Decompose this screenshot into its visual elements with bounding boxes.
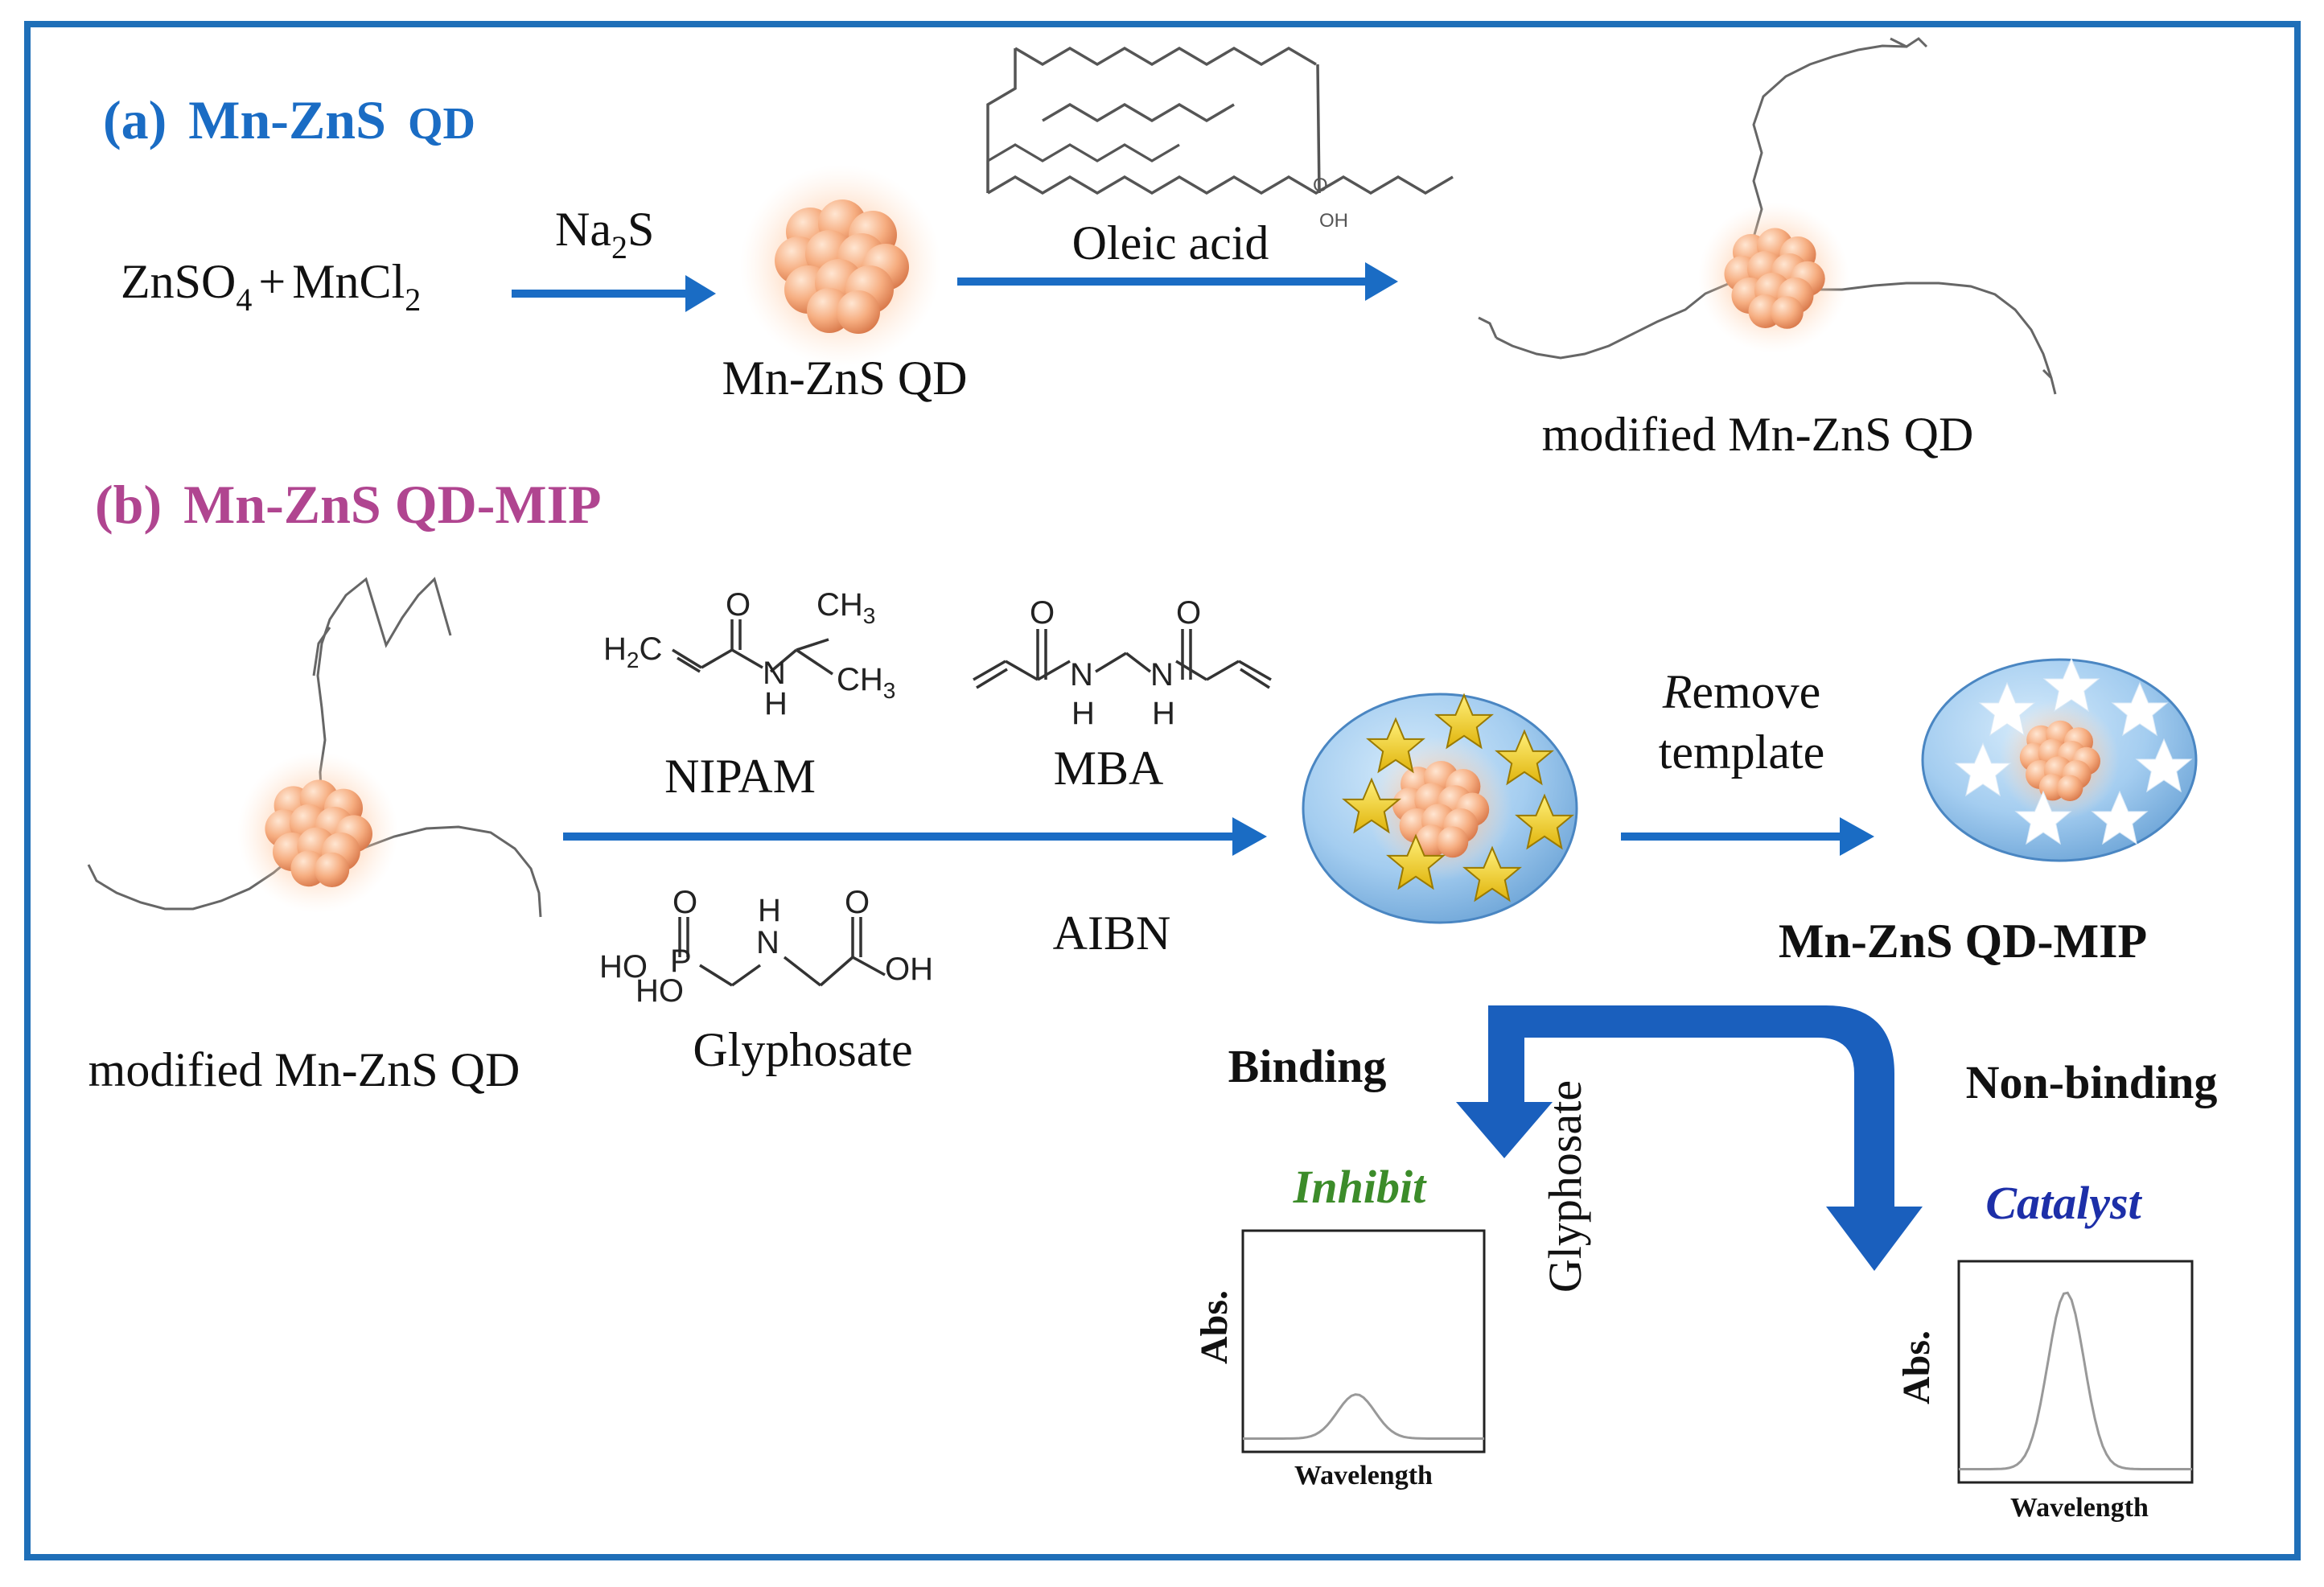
bent-arrow: [1456, 1005, 1923, 1271]
oleic-acid-oh: OH: [1319, 210, 1348, 232]
arrow-oleic-head: [1365, 262, 1398, 301]
modified-qd-b-particle: [237, 752, 398, 913]
reactants: ZnSO4+MnCl2: [121, 255, 421, 318]
modified-qd-a: [1478, 37, 2057, 395]
remove-template-line2: template: [1659, 726, 1825, 779]
section-a-title: (a) Mn-ZnS QD: [103, 89, 475, 150]
oleic-acid-structure: [986, 46, 1454, 195]
glyphosate-p: P: [670, 944, 692, 979]
catalyst-curve: [1959, 1291, 2192, 1470]
section-a-prefix: (a): [103, 89, 167, 150]
reactant-mncl2: MnCl: [292, 255, 405, 308]
inhibit-curve: [1243, 1393, 1484, 1440]
inhibit-label: Inhibit: [1293, 1161, 1427, 1213]
section-b: (b) Mn-ZnS QD-MIP modified Mn-ZnS QD: [87, 474, 2198, 1096]
glyphosate-structure: O HO P HO H N O OH: [599, 885, 933, 1009]
qd-label: Mn-ZnS QD: [722, 352, 967, 405]
reactant-znso4-sub: 4: [236, 282, 252, 318]
glyphosate-ho-1: HO: [599, 949, 648, 985]
reagent-oleic-acid: Oleic acid: [1072, 216, 1269, 269]
nipam-ch3-top: CH3: [816, 587, 875, 628]
non-binding-label: Non-binding: [1966, 1056, 2218, 1108]
inhibit-chart: Abs. Wavelength: [1193, 1229, 1486, 1490]
glyphosate-h-nh: H: [758, 893, 781, 928]
nipam-n: N: [763, 656, 786, 691]
section-b-title-main: Mn-ZnS QD-MIP: [183, 474, 601, 535]
arrow-na2s-head: [685, 275, 716, 312]
mba-structure: O O N N H H: [973, 595, 1272, 731]
mba-h-left: H: [1072, 696, 1095, 731]
catalyst-ylabel: Abs.: [1895, 1330, 1938, 1404]
section-a-title-main: Mn-ZnS: [188, 89, 386, 150]
inhibit-chart-frame: [1241, 1229, 1486, 1453]
nipam-h2c: H2C: [603, 631, 662, 672]
glyphosate-ho-2: HO: [636, 973, 684, 1009]
mba-n-right: N: [1150, 657, 1174, 693]
mip-product-label: Mn-ZnS QD-MIP: [1779, 915, 2147, 968]
nipam-ch3-right: CH3: [837, 662, 895, 703]
plus-sign: +: [258, 255, 286, 308]
arrow-remove-template-head: [1840, 817, 1874, 856]
mba-h-right: H: [1152, 696, 1175, 731]
oleic-acid-o: O: [1313, 175, 1328, 196]
glyphosate-o-p: O: [673, 885, 697, 920]
reagent-na2s: Na2S: [555, 203, 654, 265]
catalyst-chart: Abs. Wavelength: [1895, 1260, 2194, 1523]
mba-o-left: O: [1030, 595, 1055, 631]
section-b-title: (b) Mn-ZnS QD-MIP: [95, 474, 602, 535]
reactant-znso4: ZnSO: [121, 255, 236, 308]
binding-label: Binding: [1228, 1040, 1387, 1092]
modified-qd-a-particle: [1698, 202, 1849, 353]
qd-particle: [740, 165, 941, 366]
catalyst-label: Catalyst: [1985, 1177, 2142, 1229]
inhibit-xlabel: Wavelength: [1294, 1461, 1433, 1490]
remove-template-line1: Remove: [1662, 665, 1821, 718]
glyphosate-vertical-label: Glyphosate: [1539, 1080, 1591, 1293]
section-a-title-small: QD: [408, 99, 475, 149]
arrow-polymerization-head: [1232, 817, 1267, 856]
section-b-prefix: (b): [95, 474, 162, 535]
glyphosate-label: Glyphosate: [693, 1023, 912, 1076]
modified-qd-a-label: modified Mn-ZnS QD: [1542, 408, 1974, 461]
nipam-h: H: [764, 686, 788, 722]
oleic-acid-chain: [986, 143, 1180, 193]
glyphosate-oh-acid: OH: [885, 952, 933, 987]
outer-frame: [24, 21, 2301, 1560]
section-a: (a) Mn-ZnS QD ZnSO4+MnCl2 Na2S Mn-ZnS QD…: [103, 37, 2057, 461]
modified-qd-b: [87, 577, 542, 918]
aibn-label: AIBN: [1053, 907, 1171, 960]
nipam-o: O: [726, 587, 751, 623]
mba-n-left: N: [1070, 657, 1093, 693]
mip-cavities: [1921, 658, 2198, 862]
nipam-structure: H2C O N H CH3 CH3: [603, 587, 895, 722]
mba-o-right: O: [1176, 595, 1201, 631]
glyphosate-n-nh: N: [756, 925, 779, 960]
catalyst-chart-frame: [1957, 1260, 2194, 1484]
nipam-label: NIPAM: [664, 750, 816, 803]
mip-with-template: [1302, 693, 1578, 924]
mba-label: MBA: [1054, 742, 1164, 795]
catalyst-xlabel: Wavelength: [2010, 1493, 2149, 1523]
reactant-mncl2-sub: 2: [405, 282, 421, 318]
detection-section: Binding Non-binding Glyphosate Inhibit A…: [1193, 1005, 2217, 1523]
inhibit-ylabel: Abs.: [1193, 1290, 1236, 1364]
modified-qd-b-label: modified Mn-ZnS QD: [88, 1043, 520, 1096]
glyphosate-o-acid: O: [845, 885, 870, 920]
